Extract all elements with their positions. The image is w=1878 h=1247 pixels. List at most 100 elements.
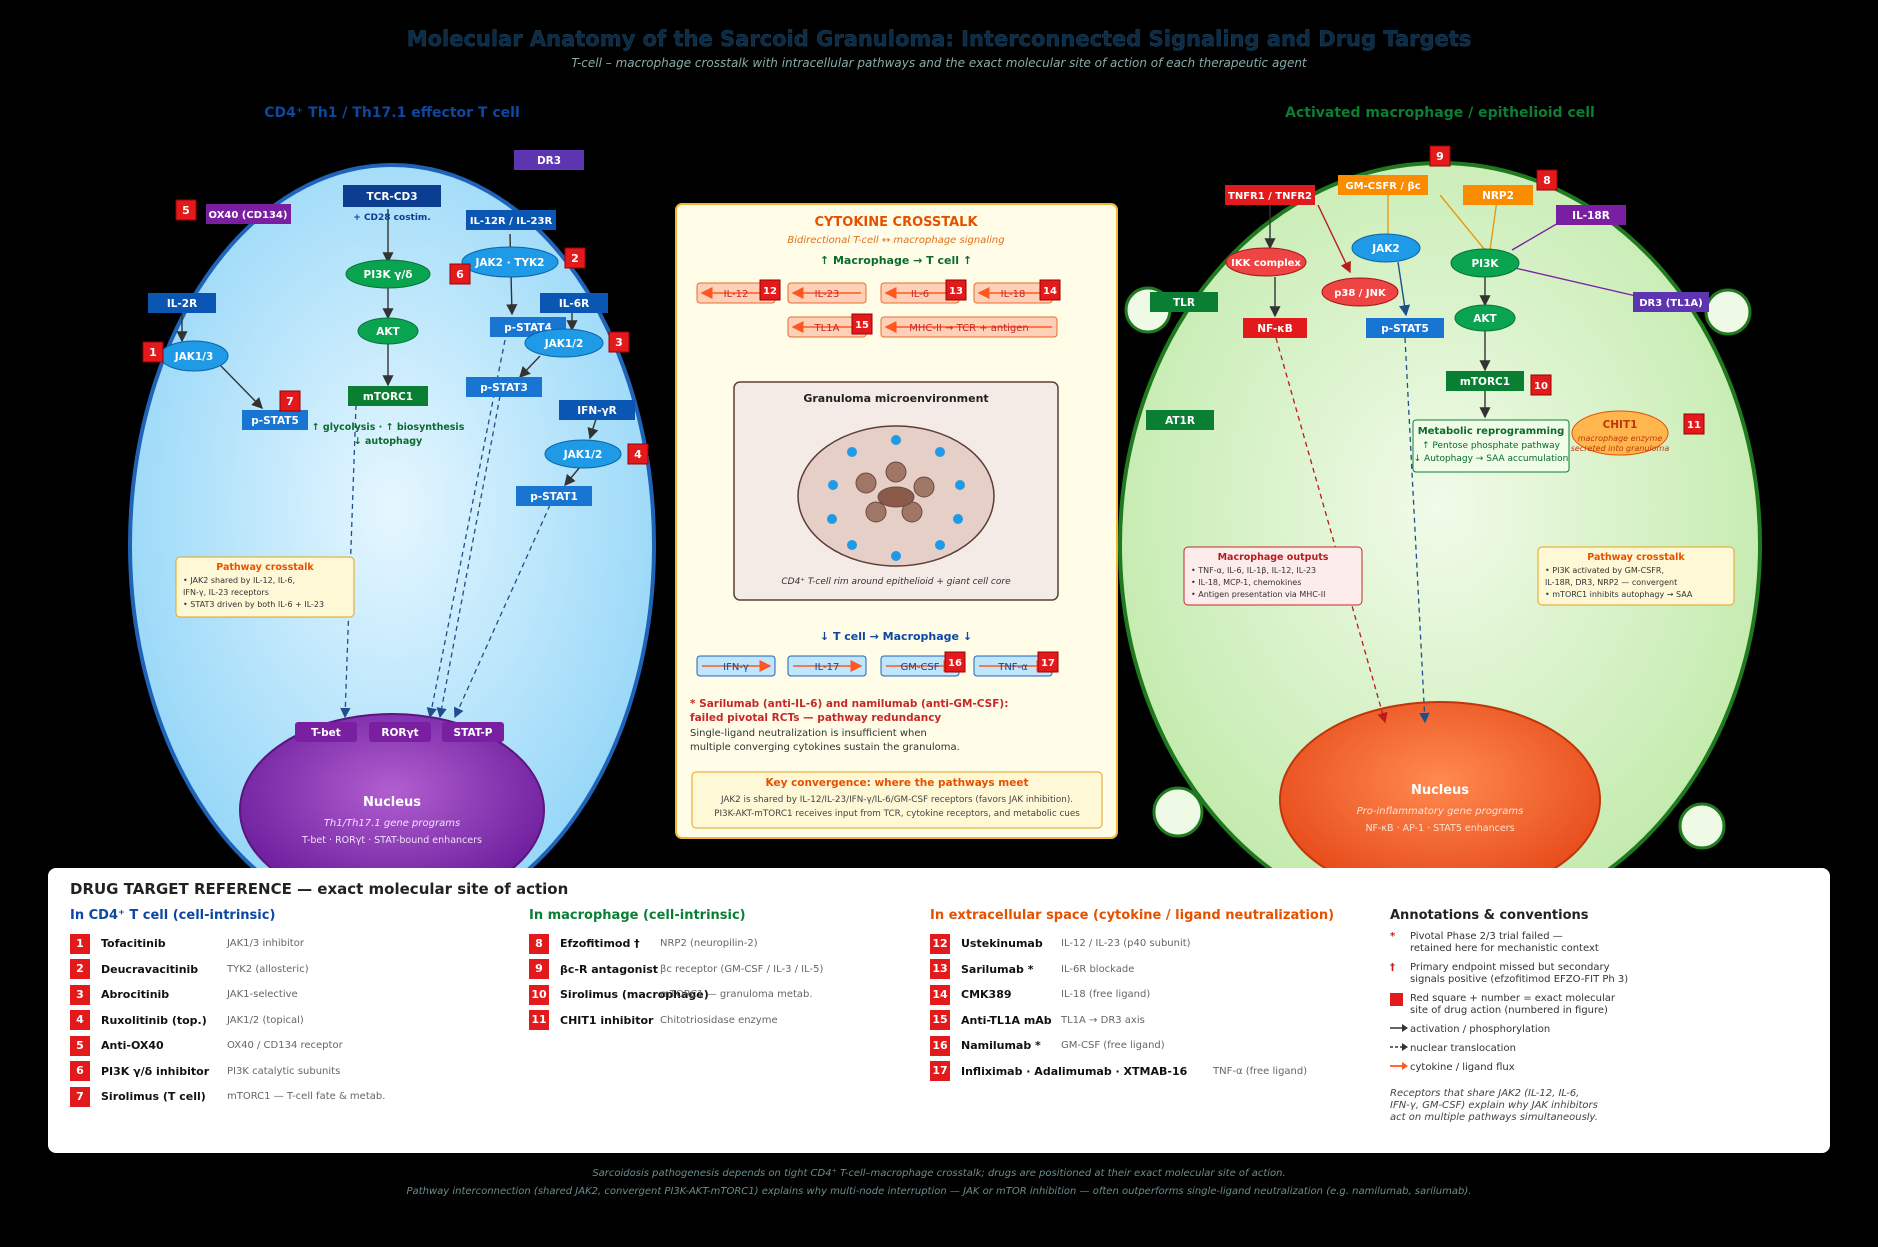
drug-badge-12[interactable]: 12 [759, 279, 781, 301]
node-pstat5: p-STAT5 [242, 410, 308, 430]
svg-text:IL-17: IL-17 [815, 662, 840, 673]
tf-rorgt: RORγt [369, 722, 431, 742]
receptor-ifngr: IFN-γR [559, 400, 635, 420]
drug-site: JAK1/2 (topical) [227, 1014, 304, 1026]
drug-badge-10[interactable]: 10 [1530, 374, 1552, 396]
annotation-jak2-note: Receptors that share JAK2 (IL-12, IL-6, … [1390, 1088, 1598, 1123]
svg-text:p-STAT5: p-STAT5 [251, 415, 299, 427]
svg-text:TNF-α: TNF-α [997, 662, 1028, 673]
drug-badge-4[interactable]: 4 [627, 443, 649, 465]
reference-mac-heading: In macrophage (cell-intrinsic) [529, 908, 746, 923]
svg-text:IL-6: IL-6 [911, 289, 929, 300]
drug-badge-16[interactable]: 16 [944, 651, 966, 673]
drug-site: mTORC1 — T-cell fate & metab. [227, 1091, 386, 1103]
svg-text:IL-18R, DR3, NRP2 — convergent: IL-18R, DR3, NRP2 — convergent [1545, 578, 1677, 587]
svg-text:• JAK2 shared by IL-12, IL-6,: • JAK2 shared by IL-12, IL-6, [183, 576, 295, 585]
svg-text:17: 17 [1041, 658, 1055, 669]
drug-badge-5[interactable]: 5 [175, 199, 197, 221]
node-p38-jnk: p38 / JNK [1321, 277, 1399, 307]
svg-text:↓ Autophagy → SAA accumulation: ↓ Autophagy → SAA accumulation [1414, 454, 1569, 464]
drug-number-badge: 15 [930, 1010, 950, 1031]
annotation-solid-arrow: activation / phosphorylation [1390, 1024, 1630, 1036]
flux-il18: IL-18 [973, 282, 1053, 304]
svg-text:Pathway crosstalk: Pathway crosstalk [216, 562, 314, 573]
drug-name: CHIT1 inhibitor [560, 1013, 654, 1027]
drug-site: NRP2 (neuropilin-2) [660, 938, 758, 950]
annotations-heading: Annotations & conventions [1390, 908, 1589, 923]
drug-site: TYK2 (allosteric) [227, 963, 309, 975]
drug-name: Sirolimus (macrophage) [560, 988, 709, 1002]
svg-text:JAK1/2: JAK1/2 [563, 449, 603, 461]
svg-text:16: 16 [948, 658, 962, 669]
reference-col-extracellular: In extracellular space (cytokine / ligan… [930, 908, 1334, 1084]
drug-badge-8[interactable]: 8 [1536, 169, 1558, 191]
svg-text:IL-6R: IL-6R [559, 298, 589, 310]
svg-text:IL-18R: IL-18R [1572, 210, 1610, 222]
svg-text:• mTORC1 inhibits autophagy →: • mTORC1 inhibits autophagy → SAA [1545, 590, 1693, 599]
drug-name: Tofacitinib [101, 937, 166, 951]
flux-il17: IL-17 [787, 655, 867, 677]
node-jak12-ifng: JAK1/2 [544, 439, 622, 469]
macrophage-pseudopods [1124, 286, 1752, 850]
drug-number-badge: 9 [529, 959, 549, 980]
svg-text:GM-CSF: GM-CSF [900, 662, 939, 673]
arrow-jak13-pstat5 [219, 364, 263, 410]
svg-text:CHIT1: CHIT1 [1603, 419, 1638, 431]
failed-rct-title-2: failed pivotal RCTs — pathway redundancy [690, 712, 941, 724]
drug-badge-9[interactable]: 9 [1429, 145, 1451, 167]
drug-number-badge: 16 [930, 1035, 950, 1056]
svg-text:CD4⁺ T-cell rim around epithel: CD4⁺ T-cell rim around epithelioid + gia… [781, 577, 1011, 587]
drug-site: IL-6R blockade [1061, 963, 1135, 975]
star-symbol: * [1390, 931, 1396, 942]
drug-badge-7[interactable]: 7 [279, 390, 301, 412]
svg-text:p38 / JNK: p38 / JNK [1334, 288, 1387, 299]
drug-number-badge: 12 [930, 933, 950, 954]
drug-badge-2[interactable]: 2 [564, 247, 586, 269]
reference-title: DRUG TARGET REFERENCE — exact molecular … [70, 880, 569, 898]
drug-badge-1[interactable]: 1 [142, 341, 164, 363]
svg-text:IFN-γ: IFN-γ [723, 662, 749, 673]
arrow-il18r-pi3k [1511, 221, 1561, 251]
drug-badge-15[interactable]: 15 [851, 313, 873, 335]
svg-text:PI3K-AKT-mTORC1 receives input: PI3K-AKT-mTORC1 receives input from TCR,… [714, 809, 1080, 819]
granuloma-microenvironment: Granuloma microenvironment CD4⁺ T-cell r… [733, 381, 1059, 601]
drug-name: Anti-TL1A mAb [961, 1013, 1052, 1027]
drug-badge-14[interactable]: 14 [1039, 279, 1061, 301]
drug-name: Ustekinumab [961, 937, 1043, 951]
svg-text:mTORC1: mTORC1 [363, 391, 413, 403]
node-akt: AKT [1454, 304, 1516, 332]
drug-badge-6[interactable]: 6 [449, 263, 471, 285]
drug-number-badge: 6 [70, 1061, 90, 1082]
svg-text:NF-κB: NF-κB [1257, 323, 1292, 335]
drug-badge-17[interactable]: 17 [1037, 651, 1059, 673]
macrophage-heading: Activated macrophage / epithelioid cell [1285, 105, 1595, 121]
drug-badge-3[interactable]: 3 [608, 331, 630, 353]
drug-badge-11[interactable]: 11 [1683, 413, 1705, 435]
drug-name: Ruxolitinib (top.) [101, 1013, 207, 1027]
drug-number-badge: 3 [70, 984, 90, 1005]
node-jak2: JAK2 [1351, 233, 1421, 263]
arrow-gmcsf-pi3k [1439, 194, 1486, 251]
tf-tbet: T-bet [295, 722, 357, 742]
svg-text:12: 12 [763, 286, 777, 297]
drug-badge-13[interactable]: 13 [945, 279, 967, 301]
